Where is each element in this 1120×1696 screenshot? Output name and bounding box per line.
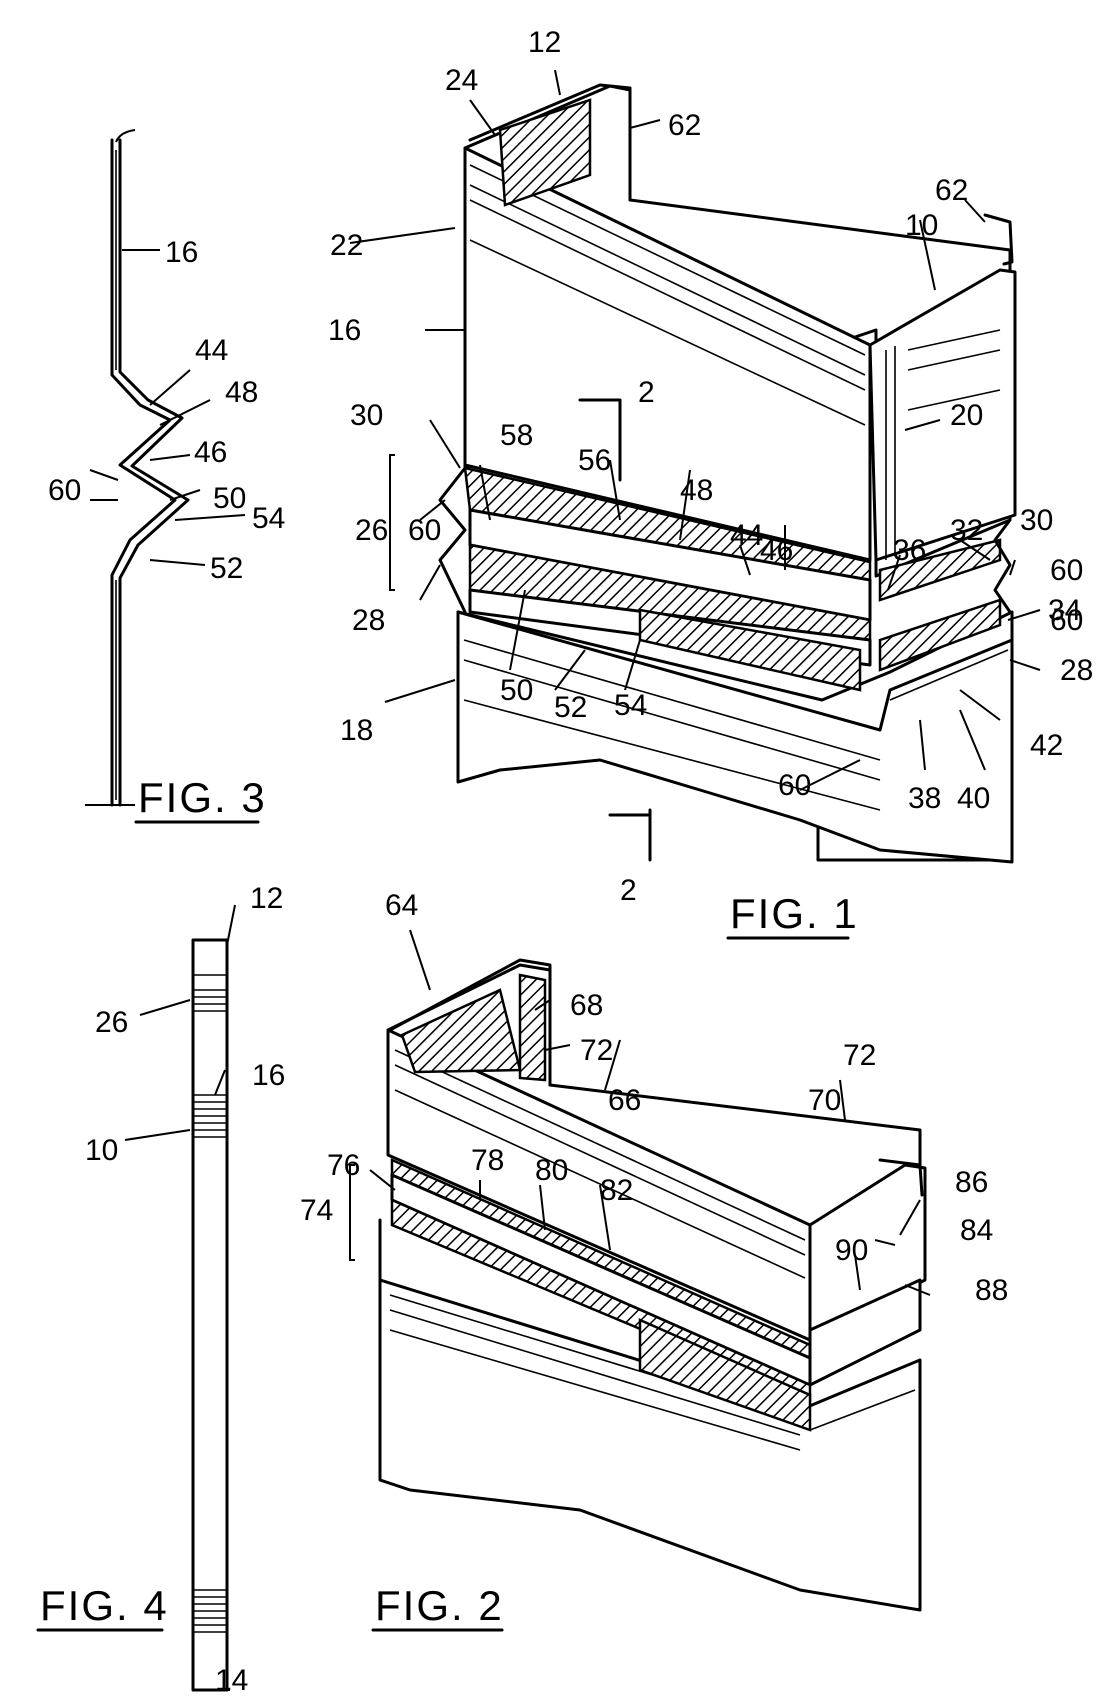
fig4-ref-26: 26 (95, 1006, 128, 1039)
fig3-ref-54: 54 (252, 502, 285, 535)
fig2-ref-72: 72 (843, 1039, 876, 1072)
figure-2 (349, 929, 931, 1612)
fig2-ref-90: 90 (835, 1234, 868, 1267)
fig1-ref-32: 32 (950, 514, 983, 547)
fig1-ref-18: 18 (340, 714, 373, 747)
fig4-caption: FIG. 4 (40, 1582, 169, 1629)
fig3-ref-46: 46 (194, 436, 227, 469)
figure-1 (349, 69, 1041, 864)
fig1-ref-2: 2 (638, 376, 655, 409)
fig2-ref-86: 86 (955, 1166, 988, 1199)
fig3-caption: FIG. 3 (138, 774, 267, 821)
fig1-ref-44: 44 (730, 519, 763, 552)
fig1-ref-40: 40 (957, 782, 990, 815)
fig2-ref-78: 78 (471, 1144, 504, 1177)
fig1-ref-62: 62 (668, 109, 701, 142)
fig1-ref-58: 58 (500, 419, 533, 452)
fig2-ref-76: 76 (327, 1149, 360, 1182)
fig3-ref-48: 48 (225, 376, 258, 409)
fig1-ref-2: 2 (620, 874, 637, 907)
fig1-ref-52: 52 (554, 691, 587, 724)
fig1-ref-60: 60 (408, 514, 441, 547)
fig1-ref-60: 60 (1050, 604, 1083, 637)
fig3-ref-60: 60 (48, 474, 81, 507)
fig1-ref-36: 36 (893, 534, 926, 567)
fig1-ref-46: 46 (760, 534, 793, 567)
figure-3 (85, 129, 246, 807)
fig2-ref-84: 84 (960, 1214, 993, 1247)
fig4-ref-16: 16 (252, 1059, 285, 1092)
fig2-ref-68: 68 (570, 989, 603, 1022)
fig2-ref-66: 66 (608, 1084, 641, 1117)
fig1-ref-22: 22 (330, 229, 363, 262)
fig2-ref-80: 80 (535, 1154, 568, 1187)
fig2-ref-74: 74 (300, 1194, 333, 1227)
fig3-ref-52: 52 (210, 552, 243, 585)
fig1-ref-54: 54 (614, 689, 647, 722)
fig3-ref-16: 16 (165, 236, 198, 269)
fig4-ref-10: 10 (85, 1134, 118, 1167)
fig1-ref-42: 42 (1030, 729, 1063, 762)
fig4-ref-14: 14 (215, 1664, 248, 1696)
fig1-caption: FIG. 1 (730, 890, 859, 937)
fig1-ref-24: 24 (445, 64, 478, 97)
fig1-ref-10: 10 (905, 209, 938, 242)
fig1-ref-60: 60 (778, 769, 811, 802)
fig2-ref-88: 88 (975, 1274, 1008, 1307)
fig1-ref-30: 30 (350, 399, 383, 432)
fig1-ref-50: 50 (500, 674, 533, 707)
fig1-ref-62: 62 (935, 174, 968, 207)
fig2-caption: FIG. 2 (375, 1582, 504, 1629)
fig2-ref-72: 72 (580, 1034, 613, 1067)
fig4-ref-12: 12 (250, 882, 283, 915)
fig2-ref-70: 70 (808, 1084, 841, 1117)
fig3-ref-44: 44 (195, 334, 228, 367)
fig1-ref-28: 28 (352, 604, 385, 637)
fig2-ref-82: 82 (600, 1174, 633, 1207)
fig1-ref-38: 38 (908, 782, 941, 815)
figure-4 (124, 904, 236, 1692)
fig1-ref-28: 28 (1060, 654, 1093, 687)
fig1-ref-30: 30 (1020, 504, 1053, 537)
fig3-ref-50: 50 (213, 482, 246, 515)
fig1-ref-26: 26 (355, 514, 388, 547)
fig1-ref-56: 56 (578, 444, 611, 477)
fig1-ref-12: 12 (528, 26, 561, 59)
fig1-ref-20: 20 (950, 399, 983, 432)
fig2-ref-64: 64 (385, 889, 418, 922)
fig1-ref-60: 60 (1050, 554, 1083, 587)
fig1-ref-48: 48 (680, 474, 713, 507)
fig1-ref-34: 34 (1048, 594, 1081, 627)
fig1-ref-16: 16 (328, 314, 361, 347)
